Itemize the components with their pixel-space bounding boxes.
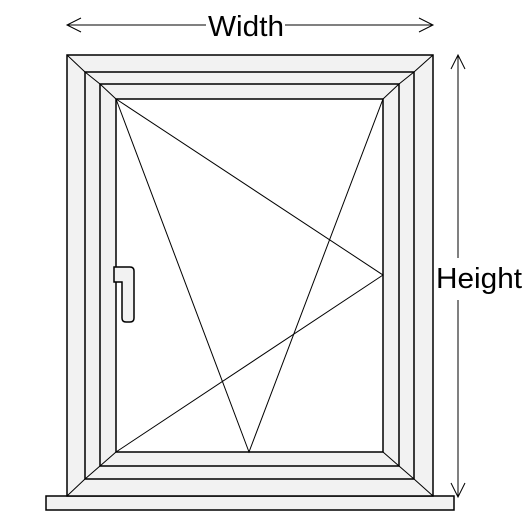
width-dimension: Width [65,11,435,43]
width-arrowhead-right-icon [418,17,435,33]
window-handle-icon [113,266,135,323]
glass-pane [115,98,384,453]
height-dimension: Height [436,53,522,499]
window-sill [45,495,455,511]
height-arrowhead-top-icon [450,53,466,70]
turn-indicator [115,98,384,453]
width-label: Width [208,11,284,43]
width-arrowhead-left-icon [65,17,82,33]
opening-indicator [115,98,384,454]
height-arrowhead-bottom-icon [450,482,466,499]
tilt-indicator [115,98,384,454]
height-label: Height [436,263,522,295]
sash [84,71,415,480]
